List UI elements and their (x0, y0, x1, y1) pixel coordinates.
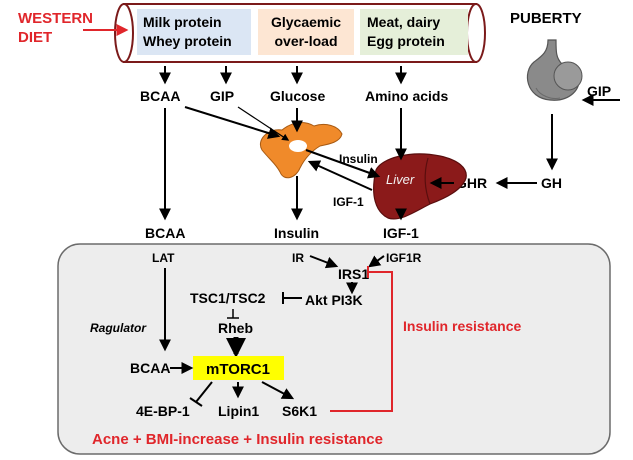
pancreas-icon (260, 122, 343, 179)
liver-label: Liver (386, 172, 415, 187)
ir-to-irs1-arrow (309, 255, 339, 269)
food-box-meat-line2: Egg protein (367, 33, 445, 49)
mtorc1-inhibits-4ebp1 (195, 381, 213, 403)
nutrient-glucose: Glucose (270, 88, 325, 104)
cell-igf1r-label: IGF1R (386, 251, 422, 265)
nutrient-amino-acids: Amino acids (365, 88, 448, 104)
food-box-milk (137, 9, 251, 55)
mtorc1-box (193, 356, 284, 380)
cell-akt: Akt PI3K (305, 292, 363, 308)
igf1r-to-irs1-arrow (368, 255, 385, 268)
liver-to-pancreas-arrow (307, 160, 373, 191)
outcome-label: Acne + BMI-increase + Insulin resistance (92, 431, 383, 448)
food-box-meat-line1: Meat, dairy (367, 14, 440, 30)
cell-lipin1: Lipin1 (218, 403, 259, 419)
igf1-to-pancreas-label: IGF-1 (333, 195, 364, 209)
cell-bcaa: BCAA (130, 360, 170, 376)
mtorc1-to-s6k1-arrow (261, 381, 295, 400)
nutrient-bcaa: BCAA (140, 88, 180, 104)
food-box-glycaemic (258, 9, 354, 55)
food-box-meat (360, 9, 468, 55)
cell-compartment (57, 243, 611, 455)
signal-insulin: Insulin (274, 225, 319, 241)
nutrient-gip: GIP (210, 88, 234, 104)
cell-4ebp1: 4E-BP-1 (136, 403, 190, 419)
gh-label: GH (541, 175, 562, 191)
liver-icon (373, 153, 467, 220)
pituitary-gip-label: GIP (587, 83, 611, 99)
diet-tube (114, 3, 486, 63)
insulin-resistance-label: Insulin resistance (403, 318, 521, 334)
puberty-label: PUBERTY (510, 10, 582, 27)
western-diet-label-line1: WESTERN (18, 10, 93, 27)
western-diet-label-line2: DIET (18, 29, 52, 46)
bcaa-to-pancreas-arrow (184, 106, 281, 139)
pancreas-to-liver-arrow (305, 149, 381, 179)
cell-tsc: TSC1/TSC2 (190, 290, 266, 306)
gip-to-pancreas-arrow (237, 106, 290, 141)
cell-irs1: IRS1 (338, 266, 369, 282)
cell-s6k1: S6K1 (282, 403, 317, 419)
food-box-glycaemic-line1: Glycaemic (271, 14, 341, 30)
insulin-to-liver-label: Insulin (339, 152, 378, 166)
food-box-glycaemic-line2: over-load (274, 33, 337, 49)
cell-rheb: Rheb (218, 320, 253, 336)
mtorc1-inhibits-4ebp1-bar (189, 397, 203, 407)
signal-bcaa: BCAA (145, 225, 185, 241)
food-box-milk-line2: Whey protein (143, 33, 232, 49)
cell-ir-label: IR (292, 251, 304, 265)
cell-mtorc1: mTORC1 (206, 361, 270, 378)
s6k1-inhibits-irs1-loop (330, 271, 393, 412)
cell-ragulator: Ragulator (90, 321, 147, 335)
pituitary-icon (526, 39, 583, 101)
cell-lat-label: LAT (152, 251, 175, 265)
signal-igf1: IGF-1 (383, 225, 419, 241)
food-box-milk-line1: Milk protein (143, 14, 222, 30)
